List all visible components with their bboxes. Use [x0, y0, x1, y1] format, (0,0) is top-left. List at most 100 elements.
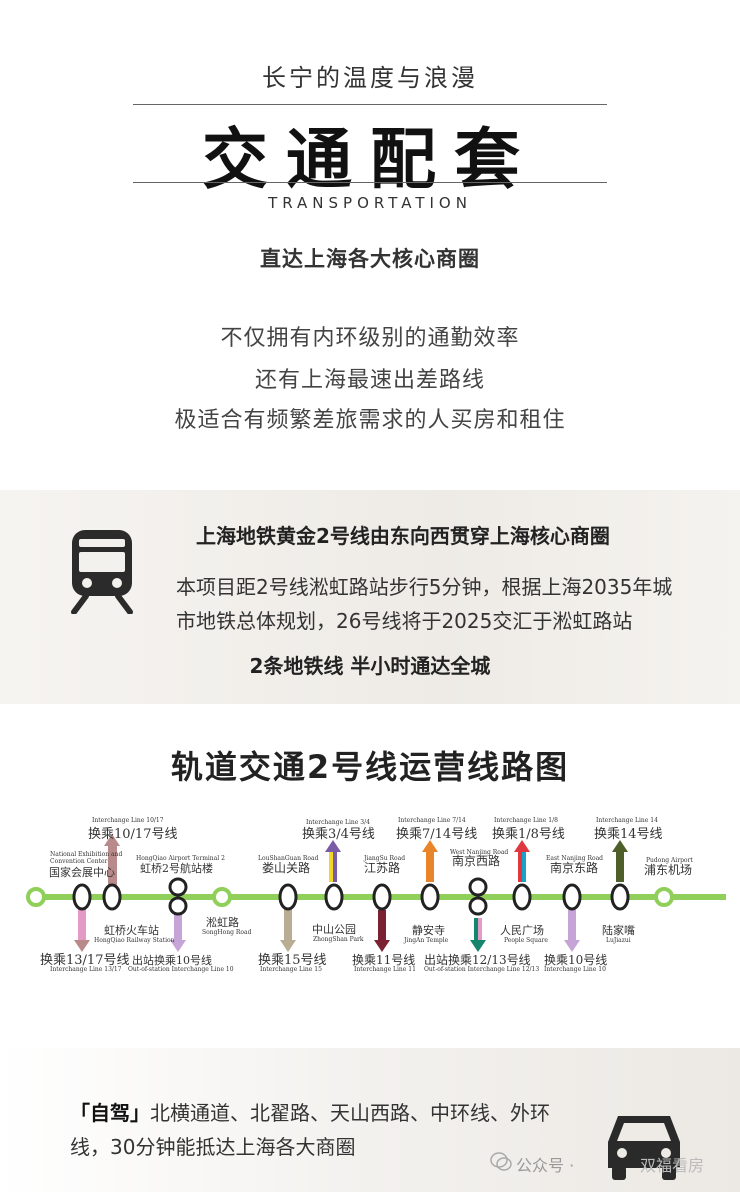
intro-line-3: 极适合有频繁差旅需求的人买房和租住 — [174, 408, 566, 433]
station-node-national-exhibition — [72, 883, 92, 911]
watermark-prefix: 公众号 · — [516, 1156, 575, 1175]
car-icon — [604, 1108, 684, 1182]
arrow-line7-up — [426, 850, 434, 882]
label-t1213out-cn: 出站换乘12/13号线 — [424, 953, 531, 967]
train-icon — [66, 528, 138, 615]
label-jingan-en: JingAn Temple — [403, 937, 449, 944]
station-node-lujiazui — [610, 883, 630, 911]
metro-summary: 2条地铁线 半小时通达全城 — [249, 654, 491, 678]
intro-line-1: 不仅拥有内环级别的通勤效率 — [220, 326, 520, 351]
station-node-hongqiao-t2-a — [168, 877, 188, 897]
label-hq-rail-cn: 虹桥火车站 — [104, 923, 159, 937]
label-songhong-en: SongHong Road — [202, 929, 252, 936]
label-zsp-cn: 中山公园 — [312, 923, 356, 936]
arrow-head — [422, 840, 438, 852]
arrow-head — [74, 940, 90, 952]
label-zsp-en: ZhongShan Park — [313, 936, 364, 943]
label-t1213out-en: Out-of-station Interchange Line 12/13 — [424, 966, 539, 973]
label-t18-en: Interchange Line 1/8 — [494, 817, 558, 824]
page-subtitle: 长宁的温度与浪漫 — [262, 64, 478, 92]
arrow-line13-down — [78, 908, 86, 942]
station-node-west-nanjing-a — [468, 877, 488, 897]
label-ljz-en: LuJiazui — [606, 937, 631, 944]
arrow-line12-down — [474, 918, 478, 942]
label-pd-cn: 浦东机场 — [644, 863, 692, 877]
label-t714-cn: 换乘7/14号线 — [396, 827, 477, 842]
arrow-head — [564, 940, 580, 952]
arrow-line14-up — [616, 850, 624, 882]
label-t1317-cn: 换乘13/17号线 — [40, 953, 129, 968]
label-t10out-en: Out-of-station Interchange Line 10 — [128, 966, 234, 973]
arrow-head — [374, 940, 390, 952]
intro-line-2: 还有上海最速出差路线 — [254, 368, 485, 393]
label-loushan-cn: 娄山关路 — [262, 860, 310, 875]
page-title-en: TRANSPORTATION — [268, 194, 472, 212]
station-node-loushanguan — [278, 883, 298, 911]
label-t1317-en: Interchange Line 13/17 — [50, 966, 122, 973]
label-t10-cn: 换乘10号线 — [544, 953, 607, 967]
arrow-line10-down — [174, 910, 182, 940]
label-enj-en: East Nanjing Road — [546, 855, 603, 862]
label-t714-en: Interchange Line 7/14 — [398, 817, 466, 824]
station-node-jiangsu-road — [372, 883, 392, 911]
label-wnj-cn: 南京西路 — [452, 853, 500, 868]
label-nat-en2: Convention Center — [50, 858, 108, 865]
label-t14-cn: 换乘14号线 — [594, 827, 663, 842]
arrow-head — [514, 840, 530, 852]
arrow-head — [470, 940, 486, 952]
arrow-line10-down — [568, 910, 576, 942]
drive-description: 「自驾」北横通道、北翟路、天山西路、中环线、外环 线，30分钟能抵达上海各大商圈 — [70, 1096, 570, 1164]
label-rmgc-en: People Square — [504, 937, 548, 944]
label-t34-en: Interchange Line 3/4 — [306, 819, 370, 826]
label-t15-en: Interchange Line 15 — [260, 966, 322, 973]
arrow-head — [325, 840, 341, 852]
station-node-hongqiao-t2-b — [168, 896, 188, 916]
label-rmgc-cn: 人民广场 — [500, 923, 544, 937]
label-t11-en: Interchange Line 11 — [354, 966, 416, 973]
map-title: 轨道交通2号线运营线路图 — [170, 748, 570, 786]
station-node-peoples-square — [512, 883, 532, 911]
metro-heading: 上海地铁黄金2号线由东向西贯穿上海核心商圈 — [196, 524, 610, 548]
label-hq-rail-en: HongQiao Railway Station — [94, 937, 175, 944]
arrow-line4-up — [333, 850, 337, 882]
wechat-icon — [490, 1152, 512, 1172]
label-wnj-en: West Nanjing Road — [450, 849, 508, 856]
label-nat-en1: National Exhibition and — [50, 851, 122, 858]
label-jingan-cn: 静安寺 — [412, 923, 445, 937]
arrow-line17-up — [108, 844, 117, 886]
label-enj-cn: 南京东路 — [550, 860, 598, 875]
station-node-hongqiao-rail — [102, 883, 122, 911]
station-node-jingan-temple — [420, 883, 440, 911]
divider-top — [133, 104, 607, 105]
arrow-head — [170, 940, 186, 952]
label-t34-cn: 换乘3/4号线 — [302, 827, 375, 842]
label-loushan-en: LouShanGuan Road — [258, 855, 319, 862]
arrow-line13-down — [478, 918, 482, 942]
arrow-head — [612, 840, 628, 852]
arrow-line15-down — [284, 908, 292, 942]
label-nat-cn: 国家会展中心 — [49, 865, 115, 879]
drive-line-1: 「自驾」北横通道、北翟路、天山西路、中环线、外环 — [70, 1096, 570, 1130]
drive-line-1-text: 北横通道、北翟路、天山西路、中环线、外环 — [150, 1101, 550, 1125]
arrow-line8-up — [522, 850, 526, 882]
metro-body-line-2: 市地铁总体规划，26号线将于2025交汇于淞虹路站 — [176, 609, 633, 633]
page-title: 交通配套 — [202, 120, 538, 198]
label-t15-cn: 换乘15号线 — [258, 953, 327, 968]
arrow-line3-up — [329, 850, 333, 882]
label-t10out-cn: 出站换乘10号线 — [132, 953, 212, 967]
terminal-east — [654, 887, 674, 907]
arrow-head — [280, 940, 296, 952]
label-songhong-cn: 淞虹路 — [206, 916, 239, 929]
metro-section — [0, 490, 740, 704]
station-node-west-nanjing-b — [468, 896, 488, 916]
station-node-songhong — [212, 887, 232, 907]
watermark-account: 双福看房 — [640, 1156, 705, 1175]
metro-body-line-1: 本项目距2号线淞虹路站步行5分钟，根据上海2035年城 — [176, 575, 673, 599]
arrow-line11-down — [378, 910, 386, 942]
station-node-zhongshan-park — [324, 883, 344, 911]
label-t1017-cn: 换乘10/17号线 — [88, 827, 177, 842]
label-hq-air-en: HongQiao Airport Terminal 2 — [136, 855, 225, 862]
label-hq-air-cn: 虹桥2号航站楼 — [140, 861, 213, 875]
label-t10-en: Interchange Line 10 — [544, 966, 606, 973]
label-ljz-cn: 陆家嘴 — [602, 923, 635, 937]
